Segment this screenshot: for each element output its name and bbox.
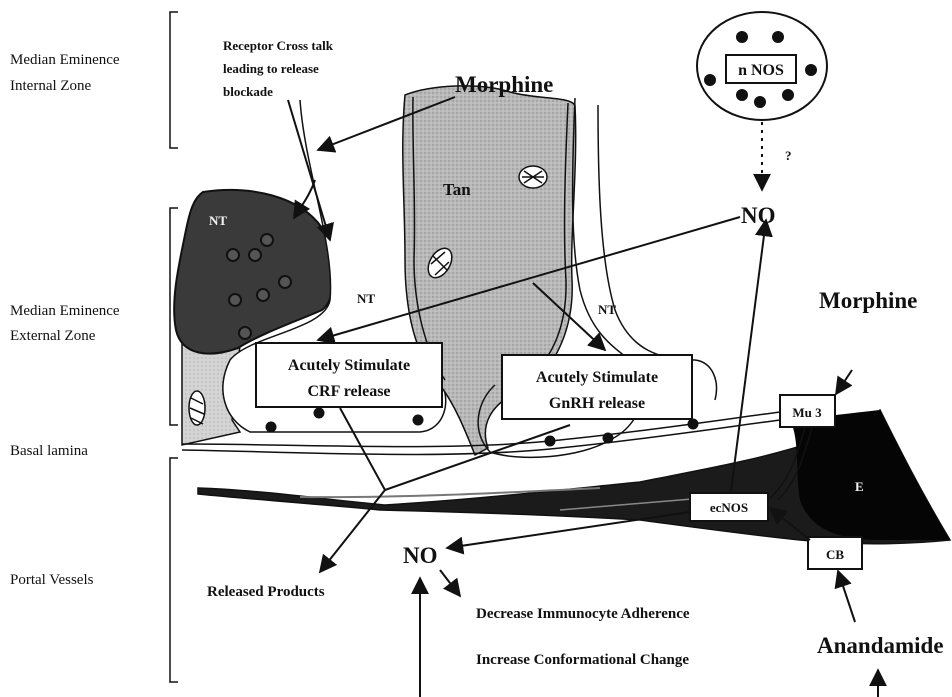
mu3-box: Mu 3: [780, 395, 835, 427]
nt-right-label: NT: [598, 302, 616, 317]
mu3-label: Mu 3: [792, 405, 822, 420]
cb-box: CB: [808, 537, 862, 569]
increase-conformational: Increase Conformational Change: [476, 652, 689, 668]
external-zone-line1: Median Eminence: [10, 303, 120, 319]
gnrh-line2: GnRH release: [549, 395, 645, 412]
crf-box: Acutely Stimulate CRF release: [256, 343, 442, 407]
cb-label: CB: [826, 547, 844, 562]
svg-text:GnRH release: GnRH release: [549, 395, 645, 412]
svg-text:Median Eminence: Median Eminence: [10, 303, 120, 319]
nt-dark-label: NT: [209, 213, 227, 228]
anandamide-label: Anandamide: [817, 633, 944, 658]
svg-text:Internal Zone: Internal Zone: [10, 78, 92, 94]
zone-brackets: [170, 12, 178, 682]
morphine-right: Morphine: [819, 288, 917, 313]
nt-left-label: NT: [357, 291, 375, 306]
tanycyte-label: Tan: [443, 180, 471, 199]
receptor-line2: leading to release: [223, 61, 319, 76]
receptor-line1: Receptor Cross talk: [223, 38, 334, 53]
svg-text:blockade: blockade: [223, 84, 273, 99]
crf-line1: Acutely Stimulate: [288, 357, 410, 374]
crf-line2: CRF release: [307, 383, 390, 400]
external-zone-line2: External Zone: [10, 328, 96, 344]
decrease-adherence: Decrease Immunocyte Adherence: [476, 606, 690, 622]
nnos-cell: n NOS: [697, 12, 827, 120]
no-top: NO: [741, 203, 776, 228]
question-mark: ?: [785, 148, 792, 163]
tissue: [174, 86, 950, 544]
gnrh-line1: Acutely Stimulate: [536, 369, 658, 386]
nnos-label: n NOS: [738, 62, 784, 79]
ecnos-box: ecNOS: [690, 493, 768, 521]
portal-vessels-label: Portal Vessels: [10, 572, 94, 588]
svg-text:Acutely Stimulate: Acutely Stimulate: [288, 357, 410, 374]
basal-lamina-label: Basal lamina: [10, 443, 88, 459]
mitochondrion-3: [189, 391, 205, 425]
svg-text:Acutely Stimulate: Acutely Stimulate: [536, 369, 658, 386]
receptor-line3: blockade: [223, 84, 273, 99]
svg-text:Receptor Cross talk: Receptor Cross talk: [223, 38, 334, 53]
svg-text:Median Eminence: Median Eminence: [10, 52, 120, 68]
released-products: Released Products: [207, 584, 325, 600]
gnrh-box: Acutely Stimulate GnRH release: [502, 355, 692, 419]
zone-labels: Median Eminence Internal Zone Median Emi…: [10, 52, 120, 588]
internal-zone-line2: Internal Zone: [10, 78, 92, 94]
svg-text:leading to release: leading to release: [223, 61, 319, 76]
ecnos-label: ecNOS: [710, 500, 748, 515]
morphine-top: Morphine: [455, 72, 553, 97]
svg-text:External Zone: External Zone: [10, 328, 96, 344]
internal-zone-line1: Median Eminence: [10, 52, 120, 68]
mitochondrion-1: [519, 166, 547, 188]
no-bottom: NO: [403, 543, 438, 568]
svg-text:CRF release: CRF release: [307, 383, 390, 400]
endothelial-label: E: [855, 479, 864, 494]
